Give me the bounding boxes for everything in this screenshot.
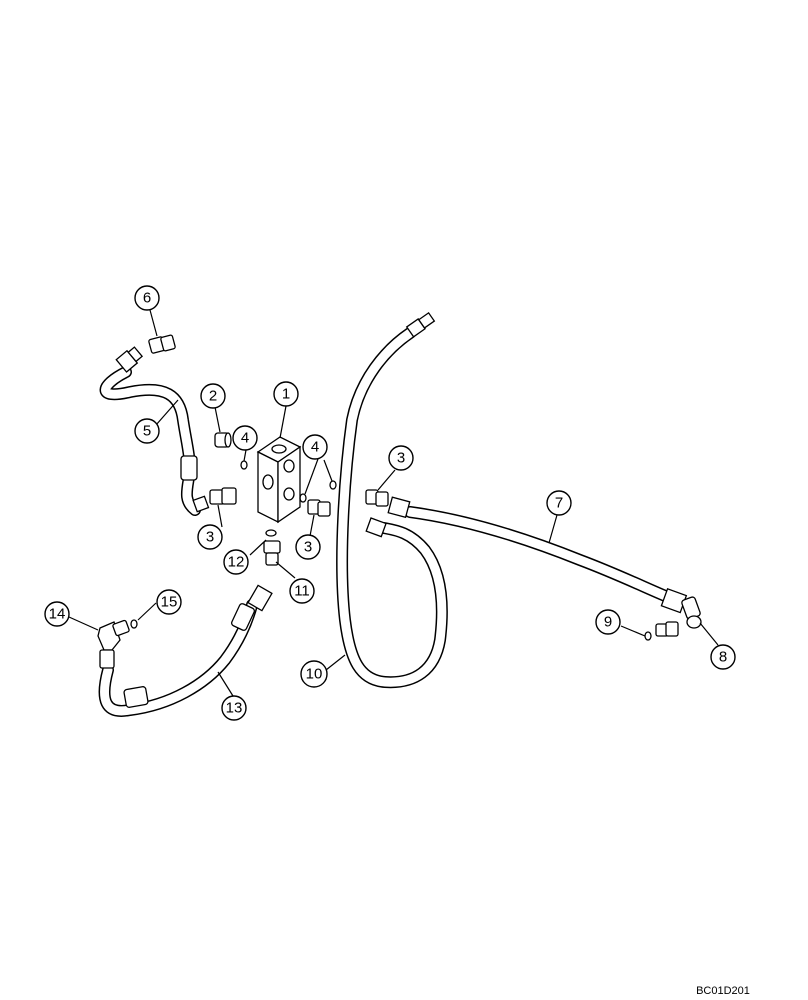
o-ring-right-a <box>299 493 307 503</box>
svg-text:13: 13 <box>226 700 243 717</box>
svg-text:15: 15 <box>161 594 178 611</box>
svg-text:1: 1 <box>282 386 290 403</box>
hose-7 <box>387 496 688 614</box>
callout-2: 2 <box>200 383 226 409</box>
svg-text:8: 8 <box>719 649 727 666</box>
callout-7: 7 <box>546 490 572 516</box>
swivel-fitting-11 <box>263 529 281 566</box>
callout-3-left: 3 <box>197 524 223 550</box>
callout-15: 15 <box>156 589 182 615</box>
adapter-fitting-right <box>365 489 389 507</box>
callout-13: 13 <box>221 695 247 721</box>
plug-fitting <box>214 432 232 448</box>
callout-3-center: 3 <box>295 534 321 560</box>
svg-text:6: 6 <box>143 290 151 307</box>
elbow-fitting-8 <box>681 596 702 629</box>
hose-10 <box>336 311 448 689</box>
callout-4-left: 4 <box>232 425 258 451</box>
svg-text:3: 3 <box>304 539 312 556</box>
svg-text:10: 10 <box>306 666 323 683</box>
manifold-block <box>256 436 302 524</box>
svg-text:9: 9 <box>604 614 612 631</box>
callout-12: 12 <box>223 549 249 575</box>
callout-5: 5 <box>134 418 160 444</box>
svg-text:12: 12 <box>228 554 245 571</box>
svg-text:2: 2 <box>209 388 217 405</box>
svg-text:14: 14 <box>49 606 66 623</box>
callout-4-right: 4 <box>302 434 328 460</box>
callout-6: 6 <box>134 285 160 311</box>
callout-10: 10 <box>300 660 328 688</box>
svg-text:3: 3 <box>206 529 214 546</box>
adapter-fitting-left <box>209 487 237 505</box>
callout-1: 1 <box>273 381 299 407</box>
adapter-fitting-9 <box>644 621 679 641</box>
svg-text:3: 3 <box>397 450 405 467</box>
svg-text:4: 4 <box>311 439 319 456</box>
callout-9: 9 <box>595 609 621 635</box>
elbow-fitting-14 <box>97 619 138 669</box>
reference-code: BC01D201 <box>696 985 750 997</box>
hose-13 <box>98 584 273 717</box>
callout-8: 8 <box>710 644 736 670</box>
svg-text:4: 4 <box>241 430 249 447</box>
hose-5 <box>99 346 210 516</box>
callout-14: 14 <box>44 601 70 627</box>
adapter-fitting-center <box>307 499 331 517</box>
callout-3-right: 3 <box>388 445 414 471</box>
o-ring-right-b <box>329 480 337 490</box>
svg-text:7: 7 <box>555 495 563 512</box>
svg-text:11: 11 <box>294 583 310 600</box>
callout-11: 11 <box>289 578 315 604</box>
o-ring-left <box>240 460 248 470</box>
svg-text:5: 5 <box>143 423 151 440</box>
leader-lines <box>68 309 719 697</box>
elbow-fitting-6 <box>148 334 176 354</box>
